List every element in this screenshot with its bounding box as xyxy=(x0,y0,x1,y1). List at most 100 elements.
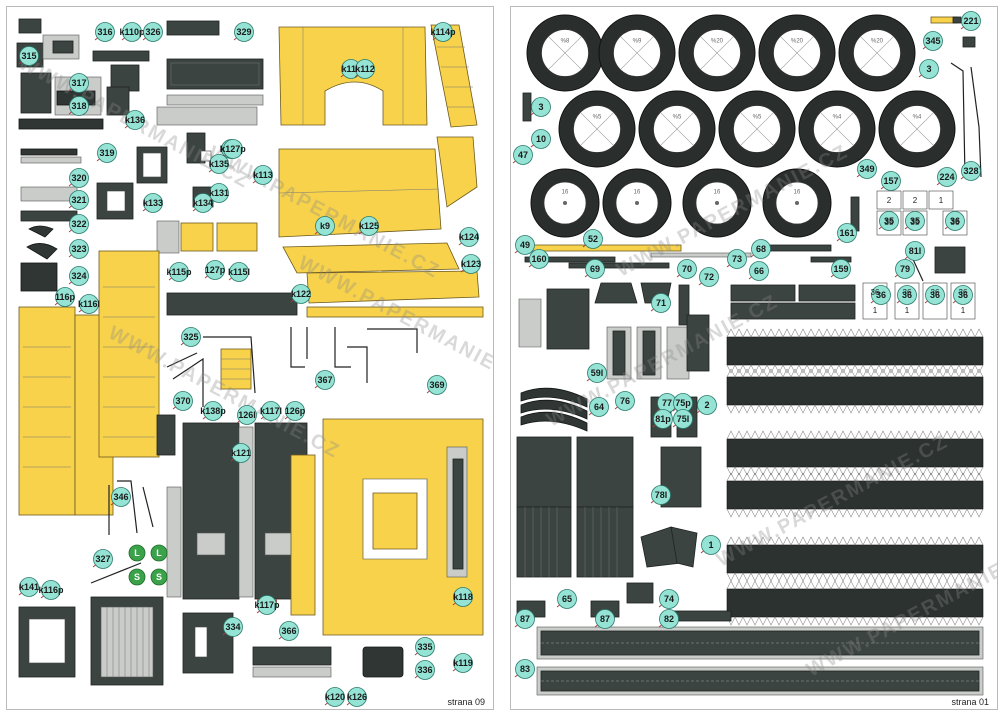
part-322-piece xyxy=(28,225,54,238)
left-badge-label-49: 366 xyxy=(281,626,296,636)
part-rods xyxy=(166,352,204,407)
right-badge-label-3: 3 xyxy=(538,102,543,112)
left-badge-label-20: k131 xyxy=(209,188,229,198)
left-badge-label-42: k121 xyxy=(231,448,251,458)
left-badge-label-41: 126p xyxy=(285,406,306,416)
right-badge-label-21: 66 xyxy=(754,266,764,276)
right-badge-label-17: 70 xyxy=(682,264,692,274)
tire-3: %20 xyxy=(758,14,836,92)
part-k138p-stick xyxy=(156,414,176,456)
left-badge-label-3: 326 xyxy=(145,27,160,37)
left-badge-42: k121 xyxy=(230,443,251,463)
left-badge-label-44: 327 xyxy=(95,554,110,564)
right-badge-label-22: 159 xyxy=(833,264,848,274)
right-badge-label-36: 81p xyxy=(655,414,671,424)
left-badge-label-23: k9 xyxy=(320,221,330,231)
left-badge-label-48: 334 xyxy=(225,622,240,632)
part-k115 xyxy=(98,250,160,458)
part-81l xyxy=(934,246,966,274)
right-badge-label-28: 35 xyxy=(910,216,920,226)
left-badge-label-50: 335 xyxy=(417,642,432,652)
left-badge-7: k111 xyxy=(340,59,361,79)
track-strip-2 xyxy=(726,430,984,476)
left-badge-29: k123 xyxy=(460,254,481,274)
part-k115p-strip xyxy=(156,220,180,254)
tire-label-7: %5 xyxy=(753,114,762,120)
right-badge-label-9: 328 xyxy=(963,166,978,176)
left-badge-label-31: 116p xyxy=(55,292,76,302)
left-badge-17: 321 xyxy=(68,190,89,210)
box-number-7: 36 xyxy=(903,288,912,297)
part-k148 xyxy=(290,454,316,616)
box-number-8: 36 xyxy=(931,288,940,297)
tire-10: 16 xyxy=(530,168,600,238)
left-badge-label-33: k122 xyxy=(291,289,311,299)
part-k136-block xyxy=(106,86,130,116)
part-323-piece xyxy=(26,243,58,260)
left-badge-33: k122 xyxy=(290,284,311,304)
right-badge-5: 47 xyxy=(512,145,533,165)
part-364 xyxy=(306,306,484,318)
sheet-left: WWW.PAPERMANIE.CZ WWW.PAPERMANIE.CZ WWW.… xyxy=(6,6,494,710)
left-badge-label-32: k116l xyxy=(78,299,100,309)
right-badge-label-6: 349 xyxy=(859,164,874,174)
left-badge-55: k126 xyxy=(346,687,367,707)
left-badge-41: 126p xyxy=(284,401,306,421)
left-badge-label-7: k111 xyxy=(341,64,360,74)
left-badge-label-0: 315 xyxy=(21,51,36,61)
tire-label-12: 16 xyxy=(714,189,721,195)
right-badge-16: 69 xyxy=(584,259,605,279)
part-328-rod xyxy=(970,66,982,178)
part-345 xyxy=(962,36,976,48)
right-badge-label-4: 10 xyxy=(536,134,546,144)
left-badge-32: k116l xyxy=(78,294,100,314)
right-badge-label-43: 87 xyxy=(600,614,610,624)
part-66c xyxy=(730,302,856,320)
left-badge-25: 323 xyxy=(68,239,89,259)
part-59-side xyxy=(518,298,542,348)
part-317 xyxy=(20,72,52,114)
left-badge-18: k133 xyxy=(142,193,163,213)
left-badge-50: 335 xyxy=(414,637,435,657)
sheet-left-parts: WWW.PAPERMANIE.CZ WWW.PAPERMANIE.CZ WWW.… xyxy=(15,18,493,707)
part-grille-lines xyxy=(106,607,150,677)
right-badge-label-7: 157 xyxy=(883,176,898,186)
part-k141-wire xyxy=(90,562,142,584)
left-badge-43: 346 xyxy=(110,487,131,507)
right-badge-20: 68 xyxy=(750,239,771,259)
left-badge-10: k136 xyxy=(124,110,145,130)
track-strip-3 xyxy=(726,472,984,518)
left-badge-label-24: k124 xyxy=(459,232,479,242)
tire-4: %20 xyxy=(838,14,916,92)
right-badge-label-15: 160 xyxy=(531,254,546,264)
box-number-3: 35 xyxy=(885,218,894,227)
tire-label-10: 16 xyxy=(562,189,569,195)
left-badge-5: k114p xyxy=(430,22,456,42)
left-badge-label-52: k119 xyxy=(453,658,473,668)
part-65-panel-b xyxy=(576,436,634,508)
tire-0: %8 xyxy=(526,14,604,92)
box-2b xyxy=(902,190,928,210)
left-badge-label-22: 322 xyxy=(71,219,86,229)
tire-13: 16 xyxy=(762,168,832,238)
part-k135 xyxy=(186,132,206,164)
left-badge-label-53: k118 xyxy=(453,592,473,602)
box-number-10: 1 xyxy=(873,306,878,315)
right-badge-label-24: 36 xyxy=(902,290,912,300)
left-badge-22: 322 xyxy=(68,214,89,234)
left-badge-label-5: k114p xyxy=(430,27,456,37)
part-326-top xyxy=(166,20,220,36)
part-chassis-folds xyxy=(541,642,979,682)
right-badge-label-12: 79 xyxy=(900,264,910,274)
right-badge-10: 161 xyxy=(836,223,857,243)
tire-label-9: %4 xyxy=(913,114,922,120)
left-badge-45: k141 xyxy=(18,577,39,597)
right-badge-label-29: 36 xyxy=(950,216,960,226)
right-badge-label-35: 75p xyxy=(675,398,691,408)
tire-label-1: %9 xyxy=(633,38,642,44)
part-k113-fold xyxy=(278,188,440,194)
left-badge-label-1: 316 xyxy=(97,27,112,37)
